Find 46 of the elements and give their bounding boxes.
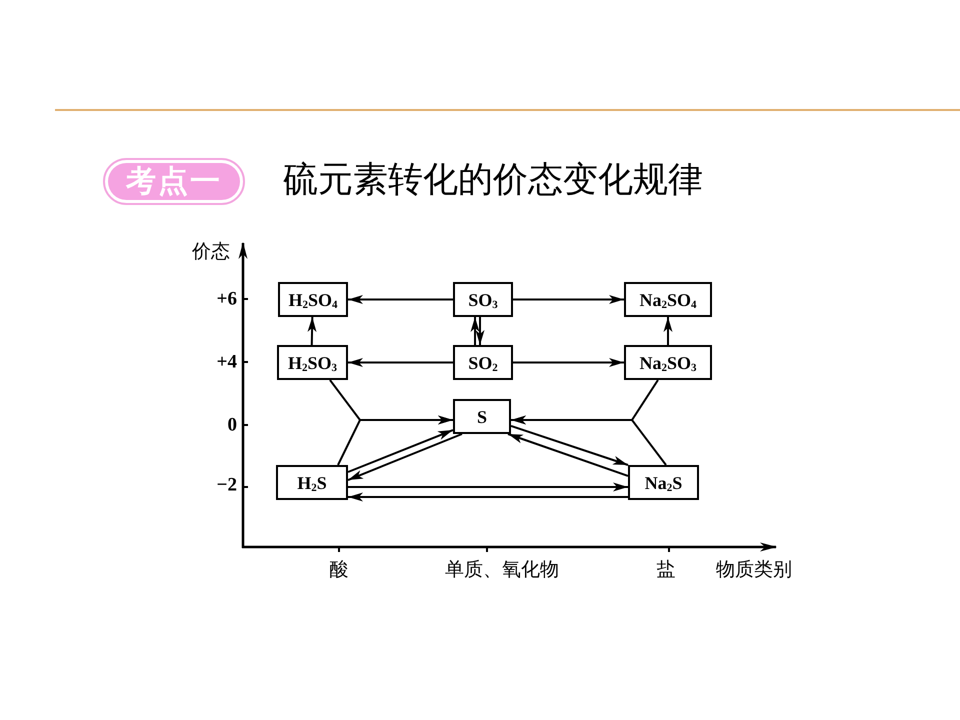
formula-text: H$_{2}$SO$_{4}$: [288, 290, 338, 308]
formula-box: [453, 399, 511, 434]
formula-text: SO$_{3}$: [468, 290, 498, 308]
arrow: [337, 416, 453, 466]
category-label: 酸: [330, 560, 348, 580]
arrow: [348, 433, 462, 481]
tick-label: +4: [216, 352, 237, 372]
title: 硫元素转化的价态变化规律: [283, 160, 703, 200]
formula-text: Na$_{2}$SO$_{4}$: [639, 290, 696, 308]
formula-box: [628, 465, 699, 500]
axis-title: 价态: [192, 242, 230, 262]
arrow: [348, 482, 628, 492]
formula-box: [453, 282, 513, 317]
arrow: [510, 425, 628, 466]
arrow: [308, 316, 317, 346]
formula-text: S: [476, 408, 487, 426]
arrow: [470, 317, 480, 345]
formula-text: SO$_{2}$: [468, 354, 498, 372]
formula-text: Na$_{2}$SO$_{3}$: [639, 354, 696, 372]
category-label: 单质、氧化物: [445, 560, 559, 580]
category-label: 盐: [656, 560, 676, 580]
arrow: [348, 295, 453, 304]
arrow: [664, 317, 672, 345]
arrow: [476, 317, 484, 345]
formula-text: H$_{2}$SO$_{3}$: [288, 354, 338, 372]
topic-badge: [103, 158, 245, 205]
tick-label: −2: [216, 476, 237, 494]
arrow: [513, 358, 624, 367]
formula-box: [453, 345, 513, 380]
tick-label: +6: [216, 290, 237, 308]
arrow: [513, 295, 624, 304]
arrow: [508, 433, 628, 477]
formula-box: [278, 282, 348, 317]
formula-box: [276, 465, 348, 500]
formula-text: H$_{2}$S: [297, 474, 327, 492]
arrow: [348, 358, 453, 367]
formula-box: [624, 345, 712, 380]
formula-text: Na$_{2}$S: [644, 474, 682, 492]
arrow: [348, 429, 454, 473]
axis-title: 物质类别: [716, 560, 792, 580]
arrow: [348, 492, 628, 502]
tick-label: 0: [228, 416, 237, 434]
arrow: [511, 416, 667, 466]
formula-box: [624, 282, 712, 317]
formula-box: [277, 345, 348, 380]
badge-text: 考点一: [126, 166, 222, 196]
